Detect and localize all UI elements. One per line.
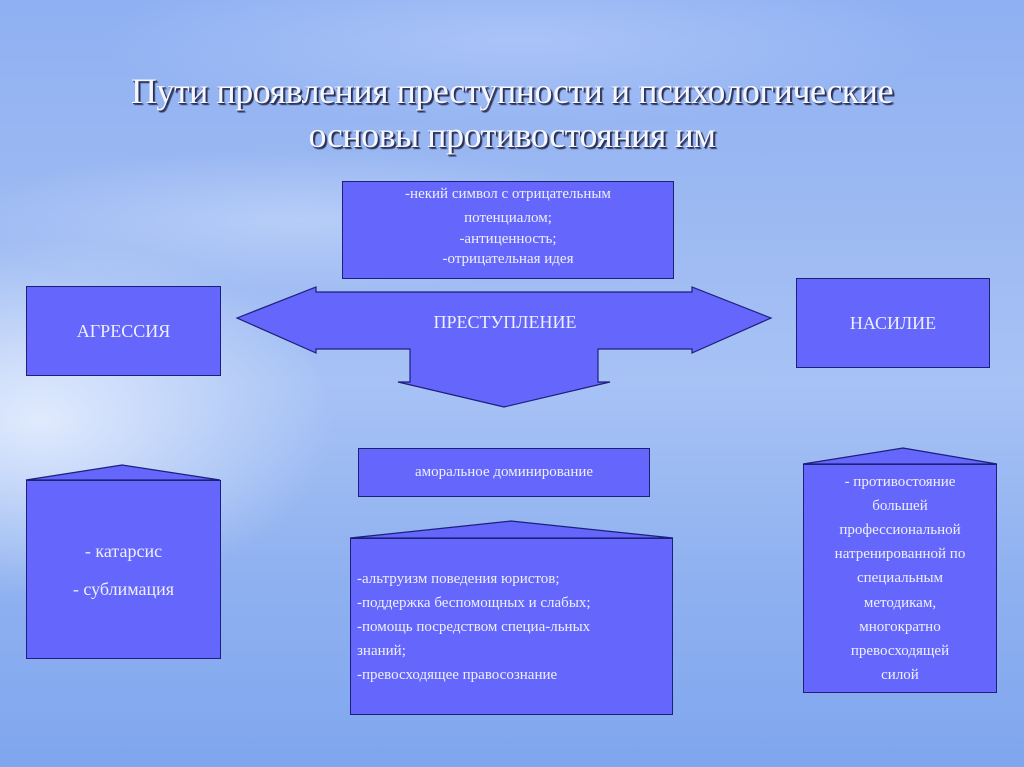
list-item: - сублимация [72,578,175,599]
text-line: - противостояние [844,473,956,490]
bottom-left-cap [25,464,221,481]
list-item: -альтруизм поведения юристов; [357,570,560,587]
bottom-center-cap [349,520,674,539]
crime-definition-box: -некий символ с отрицательным потенциало… [342,181,674,279]
text-line: силой [881,667,919,684]
text-line: профессиональной [839,521,961,538]
slide-title-line-1: Пути проявления преступности и психологи… [130,71,894,111]
definition-line: -антиценность; [459,231,557,247]
text-line: большей [872,497,928,514]
bottom-right-cap [802,447,998,465]
slide-title-line-2: основы противостояния им [308,115,716,155]
amoral-domination-box: аморальное доминирование [358,448,650,497]
catharsis-box: - катарсис - сублимация [26,480,221,659]
text-line: многократно [859,618,941,635]
definition-line: -некий символ с отрицательным [405,186,611,202]
text-line: превосходящей [850,643,950,659]
list-item: - катарсис [84,540,163,561]
text-line: методикам, [863,594,937,611]
definition-line: потенциалом; [464,210,552,226]
crime-label: ПРЕСТУПЛЕНИЕ [433,312,577,332]
text-line: специальным [856,570,944,587]
violence-box: НАСИЛИЕ [796,278,990,368]
amoral-domination-label: аморальное доминирование [414,464,594,480]
text-line: натренированной по [834,546,966,563]
definition-line: -отрицательная идея [442,251,574,267]
professional-force-box: - противостояние большей профессионально… [803,464,997,693]
list-item: знаний; [357,642,406,659]
list-item: -превосходящее правосознание [357,666,558,683]
aggression-label: АГРЕССИЯ [76,320,171,341]
counteraction-box: -альтруизм поведения юристов; -поддержка… [350,538,673,715]
list-item: -поддержка беспомощных и слабых; [357,594,591,611]
list-item: -помощь посредством специа-льных [357,618,591,635]
crime-arrow-shape [235,286,773,408]
aggression-box: АГРЕССИЯ [26,286,221,376]
violence-label: НАСИЛИЕ [849,312,937,333]
